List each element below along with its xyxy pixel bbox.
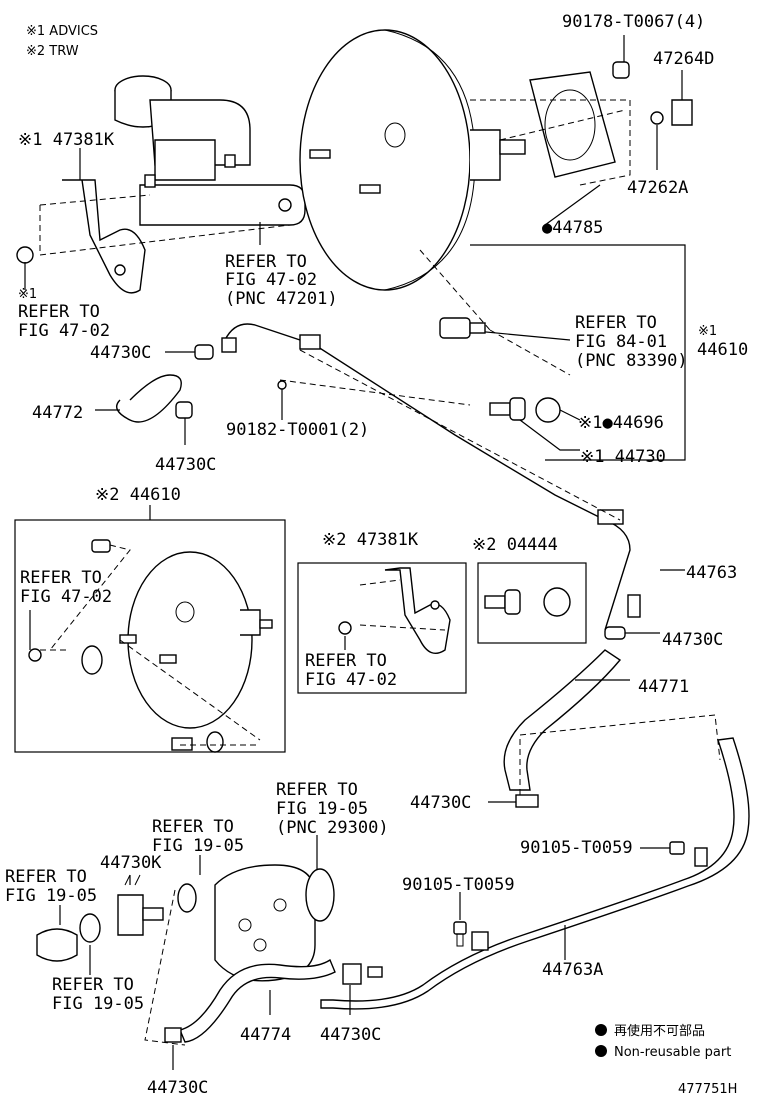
- clamp-44730c-e: [342, 963, 362, 985]
- tube-44763a: [320, 737, 750, 1010]
- box-47381k-trw: [297, 562, 467, 694]
- label-44771: 44771: [638, 677, 689, 697]
- clamp-44730c-c: [604, 626, 626, 640]
- union-44730k: [117, 874, 164, 936]
- label-44772: 44772: [32, 403, 83, 423]
- hose-44771: [503, 649, 622, 791]
- ref-fig-47-02-a-line2: FIG 47-02: [225, 270, 317, 290]
- gasket-90182: [277, 380, 287, 390]
- ref-fig-19-05-a-line2: FIG 19-05: [276, 799, 368, 819]
- clamp-44730c-f: [164, 1027, 182, 1043]
- label-90105-t0059-b: 90105-T0059: [402, 875, 515, 895]
- bracket-47381k-top: [16, 179, 146, 294]
- label-44730k: 44730K: [100, 853, 162, 873]
- check-valve-44696: [489, 397, 561, 423]
- label-44610-advics: 44610: [697, 340, 748, 360]
- note-advics: ※1 ADVICS: [26, 24, 98, 39]
- clamp-44730c-a: [194, 344, 214, 360]
- hose-44774: [179, 958, 336, 1043]
- label-47262a: 47262A: [627, 178, 688, 198]
- washer-47262a: [650, 111, 664, 125]
- ref-fig-19-05-b-line1: REFER TO: [152, 817, 234, 837]
- label-44730c-e: 44730C: [320, 1025, 381, 1045]
- label-90178-t0067: 90178-T0067(4): [562, 12, 705, 32]
- master-cylinder: [114, 75, 306, 226]
- label-44730c-d: 44730C: [410, 793, 471, 813]
- hose-44772: [116, 374, 182, 423]
- ref-fig-47-02-b-mark: ※1: [18, 287, 37, 302]
- diagram-id: 477751H: [678, 1082, 737, 1097]
- label-44730-advics: ※1 44730: [580, 447, 666, 467]
- ref-fig-84-01-line2: FIG 84-01: [575, 332, 667, 352]
- clamp-44730c-b: [175, 401, 193, 419]
- ref-fig-47-02-a-line3: (PNC 47201): [225, 289, 338, 309]
- ref-fig-19-05-c-line2: FIG 19-05: [5, 886, 97, 906]
- label-44610-mark: ※1: [698, 324, 717, 339]
- ref-fig-19-05-a-line1: REFER TO: [276, 780, 358, 800]
- part-47264d: [671, 99, 693, 126]
- label-90182-t0001: 90182-T0001(2): [226, 420, 369, 440]
- label-47264d: 47264D: [653, 49, 714, 69]
- legend-bullet-en: [595, 1045, 607, 1057]
- label-44774: 44774: [240, 1025, 291, 1045]
- legend-en: Non-reusable part: [614, 1045, 731, 1060]
- legend-jp: 再使用不可部品: [614, 1023, 705, 1039]
- gasket-1905: [79, 913, 101, 943]
- ref-fig-19-05-b-line2: FIG 19-05: [152, 836, 244, 856]
- ref-fig-47-02-c-line2: FIG 47-02: [20, 587, 112, 607]
- tube-44763: [221, 323, 641, 631]
- label-44730c-a: 44730C: [90, 343, 151, 363]
- nut-90178: [612, 61, 630, 79]
- cap-1905: [36, 928, 78, 962]
- vacuum-sensor: [439, 317, 486, 339]
- label-44785: ●44785: [542, 218, 603, 238]
- label-44730c-f: 44730C: [147, 1078, 208, 1098]
- o-ring-1905: [177, 883, 197, 913]
- label-47381k-advics: ※1 47381K: [18, 130, 115, 150]
- ref-fig-19-05-d-line2: FIG 19-05: [52, 994, 144, 1014]
- label-47381k-trw: ※2 47381K: [322, 530, 419, 550]
- brake-booster: [299, 29, 526, 291]
- bolt-90105-b: [453, 921, 467, 947]
- ref-fig-47-02-d-line2: FIG 47-02: [305, 670, 397, 690]
- label-44730c-c: 44730C: [662, 630, 723, 650]
- ref-fig-84-01-line1: REFER TO: [575, 313, 657, 333]
- label-44763a: 44763A: [542, 960, 603, 980]
- label-44763: 44763: [686, 563, 737, 583]
- clamp-44730c-d: [515, 794, 539, 808]
- ref-fig-19-05-c-line1: REFER TO: [5, 867, 87, 887]
- box-04444-trw: [477, 562, 587, 644]
- label-44730c-b: 44730C: [155, 455, 216, 475]
- ref-fig-47-02-a-line1: REFER TO: [225, 252, 307, 272]
- label-04444: ※2 04444: [472, 535, 558, 555]
- note-trw: ※2 TRW: [26, 44, 79, 59]
- ref-fig-47-02-d-line1: REFER TO: [305, 651, 387, 671]
- vacuum-pump: [214, 864, 335, 982]
- booster-trw: [28, 539, 273, 753]
- label-44696: ※1●44696: [578, 413, 664, 433]
- bracket-47381k-trw: [338, 567, 451, 654]
- ref-fig-19-05-a-line3: (PNC 29300): [276, 818, 389, 838]
- check-valve-kit: [484, 587, 571, 617]
- legend-bullet-jp: [595, 1024, 607, 1036]
- ref-fig-47-02-c-line1: REFER TO: [20, 568, 102, 588]
- ref-fig-84-01-line3: (PNC 83390): [575, 351, 688, 371]
- ref-fig-47-02-b-line2: FIG 47-02: [18, 321, 110, 341]
- label-44610-trw: ※2 44610: [95, 485, 181, 505]
- gasket-44785: [529, 71, 616, 178]
- ref-fig-47-02-b-line1: REFER TO: [18, 302, 100, 322]
- ref-fig-19-05-d-line1: REFER TO: [52, 975, 134, 995]
- bolt-90105-a: [669, 841, 685, 855]
- label-90105-t0059-a: 90105-T0059: [520, 838, 633, 858]
